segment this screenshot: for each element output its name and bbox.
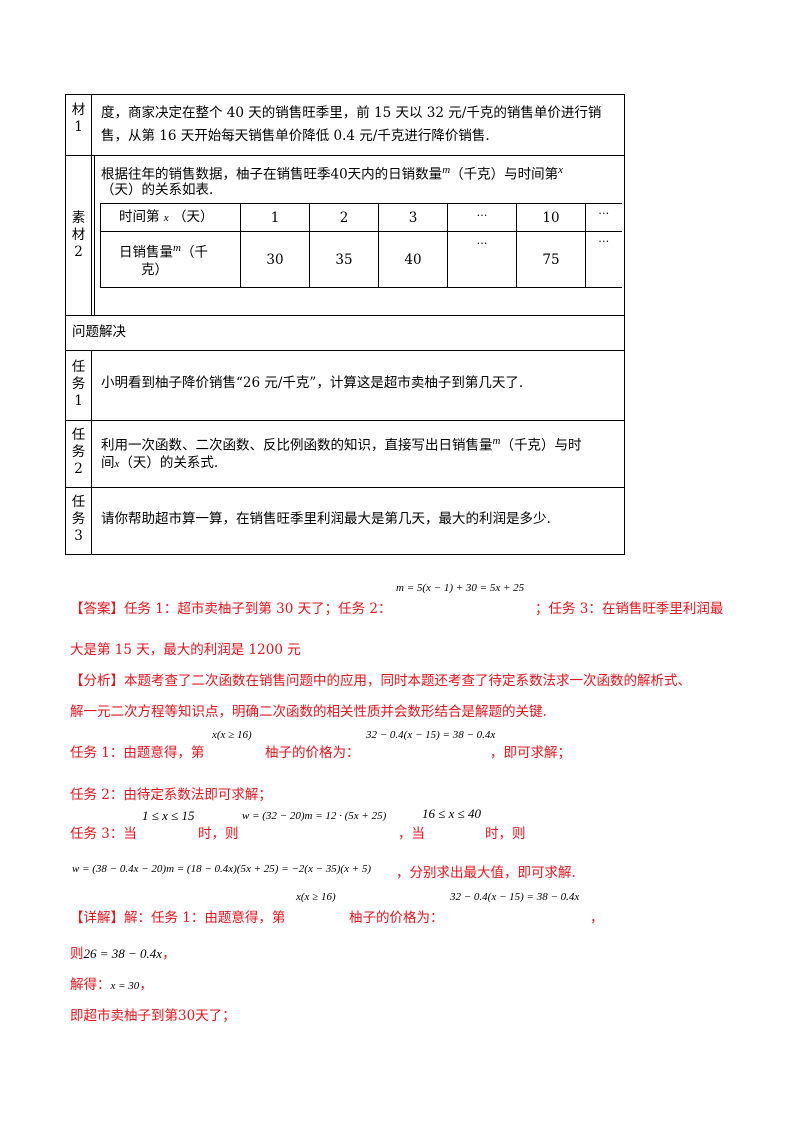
answer-line1: 【答案】任务 1：超市卖柚子到第 30 天了；任务 2： (70, 601, 392, 617)
table-cell: … (585, 231, 622, 288)
row-label-sales: 日销售量m（千 克） (100, 231, 241, 288)
task3-text: 请你帮助超市算一算，在销售旺季里利润最大是第几天，最大的利润是多少. (101, 511, 551, 527)
material1-line2: 售，从第 16 天开始每天销售单价降低 0.4 元/千克进行降价销售. (101, 128, 490, 144)
analysis-task2: 任务 2：由待定系数法即可求解； (70, 787, 272, 803)
answer-line1-end: ；任务 3：在销售旺季里利润最 (535, 601, 724, 617)
task3-label: 任 务 3 (71, 494, 86, 544)
material1-line1: 度，商家决定在整个 40 天的销售旺季里，前 15 天以 32 元/千克的销售单… (101, 105, 602, 121)
answer-formula: m = 5(x − 1) + 30 = 5x + 25 (396, 582, 525, 594)
task1-text: 小明看到柚子降价销售“26 元/千克”，计算这是超市卖柚子到第几天了. (101, 375, 524, 391)
detail-line1-formula1: x(x ≥ 16) (296, 891, 336, 903)
task2-label: 任 务 2 (71, 427, 86, 477)
detail-line1-a: 【详解】解：任务 1：由题意得，第 (70, 910, 286, 926)
analysis-task3-formula1: 1 ≤ x ≤ 15 (142, 808, 195, 823)
table-cell: … (447, 202, 517, 233)
detail-line1-c: ， (590, 910, 604, 926)
analysis-task3-a: 任务 3：当 (70, 826, 137, 842)
analysis-task1-c: ，即可求解； (490, 745, 571, 761)
table-cell: 10 (516, 202, 586, 233)
table-cell: 2 (309, 202, 379, 233)
material2-label: 素 材 2 (71, 210, 86, 260)
material1-label: 材 1 (71, 102, 86, 135)
analysis-task1-formula1: x(x ≥ 16) (212, 729, 252, 741)
analysis-task3-formula3: 16 ≤ x ≤ 40 (422, 806, 482, 821)
table-cell: … (447, 231, 517, 288)
table-cell: 35 (309, 231, 379, 288)
analysis-line2: 解一元二次方程等知识点，明确二次函数的相关性质并会数形结合是解题的关键. (70, 704, 547, 720)
analysis-task3-formula2: w = (32 − 20)m = 12 · (5x + 25) (242, 810, 387, 822)
table-cell: … (585, 202, 622, 233)
time-sales-table: 时间第 x （天） 1 2 3 … 10 … 日销售量m（千 克） 30 35 … (100, 202, 622, 288)
task2-line2: 间x（天）的关系式. (101, 455, 219, 471)
detail-line3: 解得：x = 30， (70, 977, 153, 993)
analysis-task3-b: 时，则 (198, 826, 239, 842)
task2-line1: 利用一次函数、二次函数、反比例函数的知识，直接写出日销售量m（千克）与时 (101, 435, 582, 454)
analysis-task1-formula2: 32 − 0.4(x − 15) = 38 − 0.4x (366, 729, 496, 741)
table-row-time: 时间第 x （天） 1 2 3 … 10 … (100, 202, 622, 233)
analysis-task1-a: 任务 1：由题意得，第 (70, 745, 205, 761)
table-cell: 30 (240, 231, 310, 288)
analysis-task3-e: ，分别求出最大值，即可求解. (396, 865, 576, 881)
detail-line2: 则26 = 38 − 0.4x， (70, 946, 176, 962)
analysis-task3-c: ，当 (398, 826, 425, 842)
analysis-task3-d: 时，则 (485, 826, 526, 842)
row-label-time: 时间第 x （天） (100, 202, 241, 233)
table-cell: 40 (378, 231, 448, 288)
detail-line1-formula2: 32 − 0.4(x − 15) = 38 − 0.4x (450, 891, 580, 903)
material2-line2: （天）的关系如表. (101, 182, 214, 198)
table-cell: 75 (516, 231, 586, 288)
task1-label: 任 务 1 (71, 359, 86, 409)
detail-line4: 即超市卖柚子到第30天了； (70, 1008, 236, 1024)
problem-header: 问题解决 (72, 324, 126, 340)
material2-line1: 根据往年的销售数据，柚子在销售旺季40天内的日销数量m（千克）与时间第x (101, 164, 564, 183)
detail-line1-b: 柚子的价格为： (349, 910, 444, 926)
table-cell: 1 (240, 202, 310, 233)
analysis-task3-formula4: w = (38 − 0.4x − 20)m = (18 − 0.4x)(5x +… (72, 863, 372, 875)
analysis-line1: 【分析】本题考查了二次函数在销售问题中的应用，同时本题还考查了待定系数法求一次函… (70, 673, 691, 689)
table-cell: 3 (378, 202, 448, 233)
analysis-task1-b: 柚子的价格为： (265, 745, 360, 761)
answer-line2: 大是第 15 天，最大的利润是 1200 元 (70, 642, 301, 658)
table-row-sales: 日销售量m（千 克） 30 35 40 … 75 … (100, 231, 622, 288)
